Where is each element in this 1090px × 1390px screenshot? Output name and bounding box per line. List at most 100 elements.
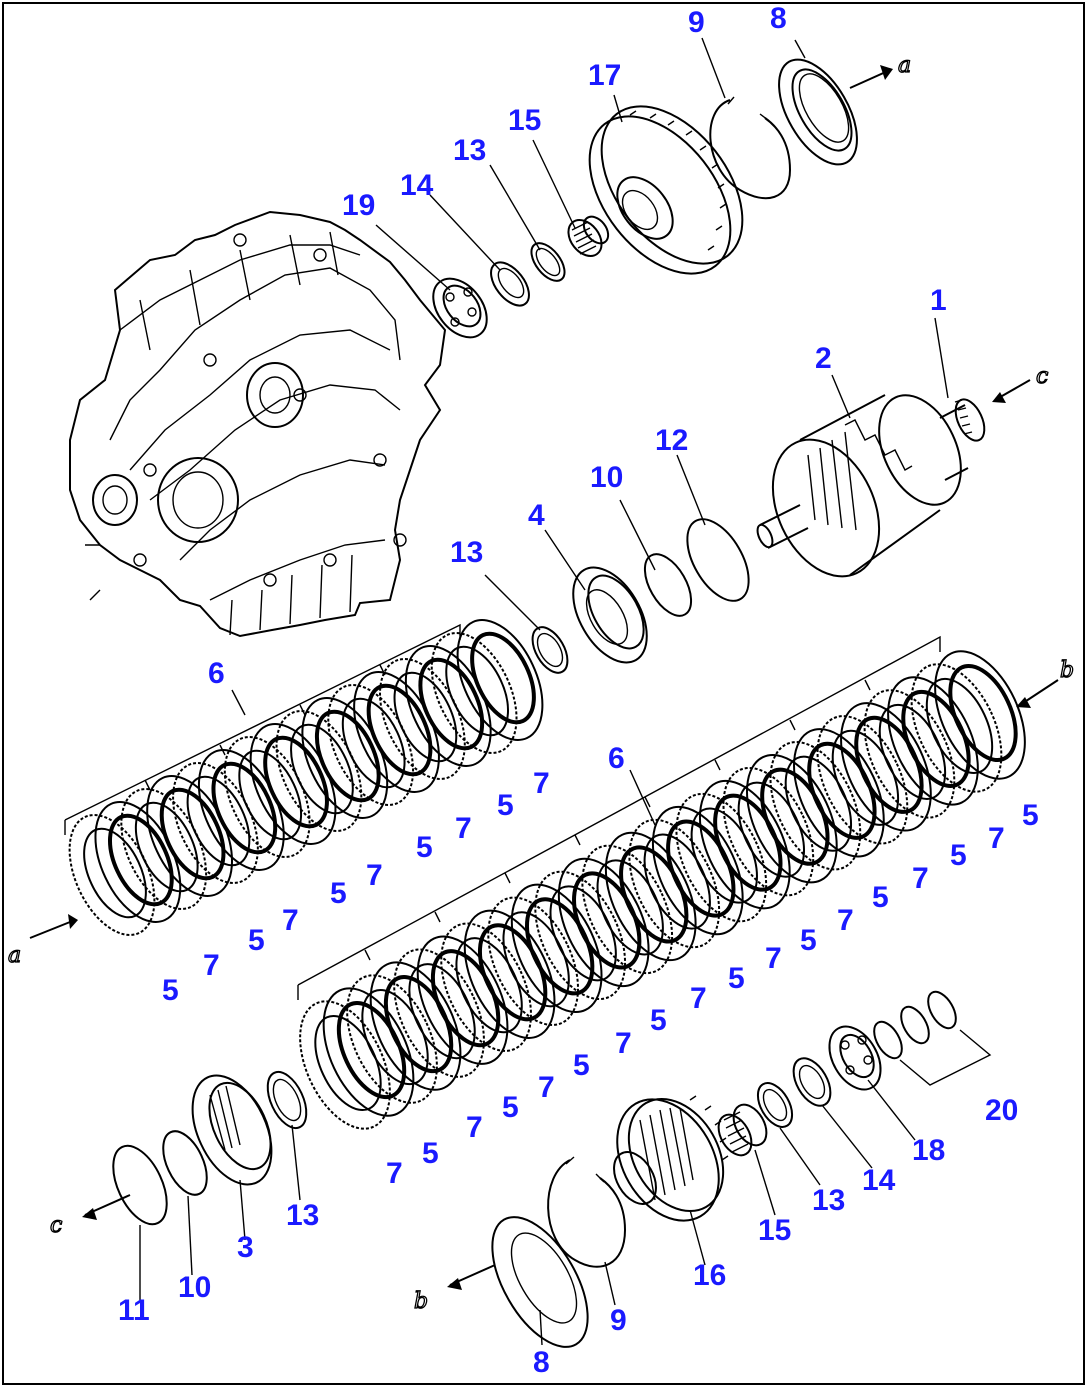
plate-8-lower xyxy=(491,1216,589,1348)
callout-13: 13 xyxy=(453,134,486,167)
ref-letter-a: a xyxy=(898,53,911,78)
callout-7: 7 xyxy=(455,812,472,845)
thrust-washer-13-lower-left xyxy=(266,1070,308,1130)
separator-plate xyxy=(416,935,509,1065)
clutch-disc xyxy=(722,766,815,897)
separator-plate xyxy=(840,702,932,832)
ref-letter-b: b xyxy=(414,1289,428,1314)
callout-7: 7 xyxy=(466,1111,483,1144)
callout-1: 1 xyxy=(930,284,947,317)
shims-20 xyxy=(873,990,992,1086)
separator-plate xyxy=(934,650,1026,780)
callout-7: 7 xyxy=(837,904,854,937)
callout-13: 13 xyxy=(286,1199,319,1232)
callout-7: 7 xyxy=(690,982,707,1015)
callout-14: 14 xyxy=(862,1164,896,1197)
needle-bearing-15-lower xyxy=(717,1103,768,1157)
clutch-disc xyxy=(346,974,438,1104)
callout-8: 8 xyxy=(770,2,787,35)
reference-arrows xyxy=(29,65,1059,1290)
callout-9: 9 xyxy=(610,1304,627,1337)
lower-clutch-pack xyxy=(297,635,1026,1130)
callout-10: 10 xyxy=(178,1271,211,1304)
callout-5: 5 xyxy=(872,881,889,914)
callout-5: 5 xyxy=(728,962,745,995)
callout-18: 18 xyxy=(912,1134,945,1167)
separator-plate xyxy=(651,805,744,936)
seal-ring-10-lower xyxy=(162,1130,208,1196)
callout-5: 5 xyxy=(950,839,967,872)
piston-3 xyxy=(191,1074,273,1186)
clutch-disc xyxy=(393,948,485,1078)
ref-letter-c: c xyxy=(1036,364,1048,389)
thrust-washer-14 xyxy=(490,261,530,307)
bearing-19 xyxy=(432,277,488,339)
callout-17: 17 xyxy=(588,59,621,92)
thrust-washer-13-mid xyxy=(531,626,569,674)
clutch-disc xyxy=(534,870,627,1001)
callout-10: 10 xyxy=(590,461,623,494)
clutch-drum-2 xyxy=(756,394,986,578)
snap-ring-9-lower xyxy=(547,1156,627,1268)
piston-4 xyxy=(572,566,648,664)
callout-13: 13 xyxy=(450,536,483,569)
callout-5: 5 xyxy=(422,1137,439,1170)
callout-5: 5 xyxy=(497,789,514,822)
needle-bearing-15-upper xyxy=(567,215,610,257)
callout-6: 6 xyxy=(208,657,225,690)
ref-letter-b: b xyxy=(1060,658,1074,683)
clutch-disc xyxy=(769,741,862,871)
callout-5: 5 xyxy=(330,877,347,910)
callout-16: 16 xyxy=(693,1259,726,1292)
callout-7: 7 xyxy=(615,1027,632,1060)
callout-7: 7 xyxy=(366,859,383,892)
separator-plate xyxy=(463,909,556,1039)
thrust-washer-14-lower xyxy=(792,1057,832,1107)
transmission-case xyxy=(69,210,447,638)
callout-7: 7 xyxy=(203,949,220,982)
clutch-disc xyxy=(675,792,768,923)
callout-5: 5 xyxy=(573,1049,590,1082)
thrust-washer-13-upper xyxy=(530,242,566,282)
separator-plate xyxy=(745,754,838,884)
callout-13: 13 xyxy=(812,1184,845,1217)
reference-letters: a a b b c c xyxy=(7,52,1074,1314)
callout-7: 7 xyxy=(282,904,299,937)
callout-5: 5 xyxy=(416,831,433,864)
callout-5: 5 xyxy=(1022,799,1039,832)
callout-5: 5 xyxy=(162,974,179,1007)
separator-plate xyxy=(322,987,415,1117)
snap-ring-9-upper xyxy=(709,96,792,200)
leader-lines xyxy=(139,37,949,1346)
ref-letter-c: c xyxy=(50,1213,62,1238)
callout-15: 15 xyxy=(508,104,541,137)
clutch-disc xyxy=(910,663,1003,793)
callout-7: 7 xyxy=(912,862,929,895)
separator-plate xyxy=(557,857,650,988)
thrust-washer-13-lower-right xyxy=(756,1082,794,1128)
callout-9: 9 xyxy=(688,6,705,39)
clutch-disc xyxy=(581,844,674,975)
plate-8-upper xyxy=(778,58,858,166)
callout-3: 3 xyxy=(237,1231,254,1264)
separator-plate xyxy=(793,728,885,858)
gear-16 xyxy=(613,1095,729,1222)
clutch-disc xyxy=(440,922,532,1052)
callout-14: 14 xyxy=(400,169,434,202)
callout-19: 19 xyxy=(342,189,375,222)
bearing-18 xyxy=(828,1025,882,1091)
callout-8: 8 xyxy=(533,1346,550,1379)
upper-clutch-pack xyxy=(64,619,544,936)
separator-plate xyxy=(94,801,182,923)
callout-7: 7 xyxy=(988,822,1005,855)
separator-plate xyxy=(887,676,979,806)
callout-5: 5 xyxy=(800,924,817,957)
clutch-disc xyxy=(863,689,956,819)
callout-7: 7 xyxy=(765,942,782,975)
snap-ring-11 xyxy=(112,1144,168,1226)
callout-5: 5 xyxy=(248,924,265,957)
clutch-disc xyxy=(299,1000,391,1130)
callout-12: 12 xyxy=(655,424,688,457)
